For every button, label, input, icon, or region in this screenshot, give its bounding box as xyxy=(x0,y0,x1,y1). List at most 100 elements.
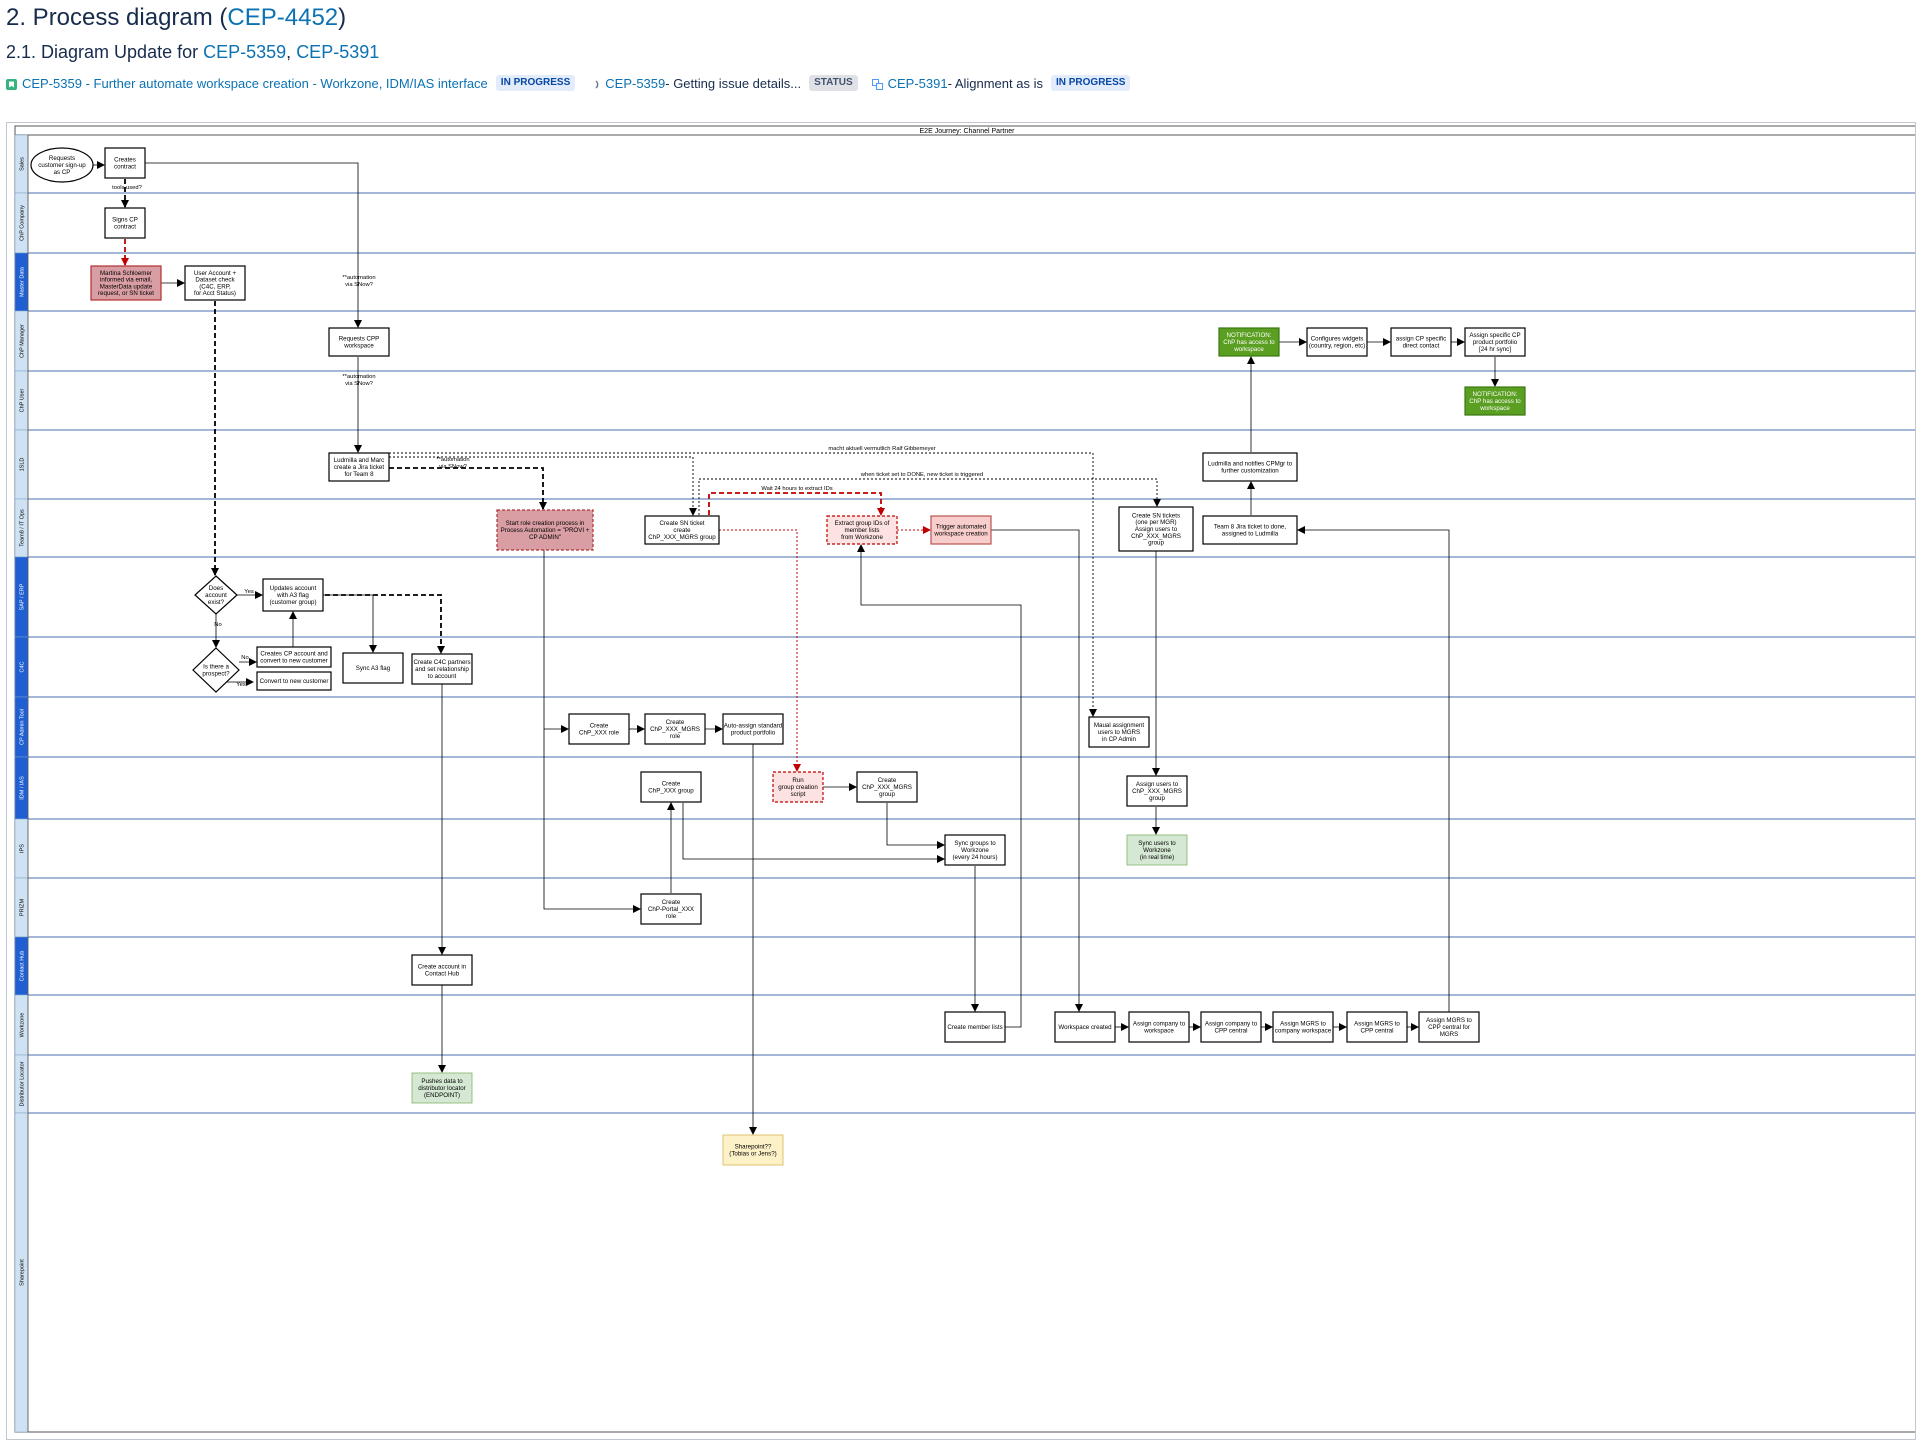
status-badge: IN PROGRESS xyxy=(1050,75,1131,91)
subtask-icon xyxy=(871,78,883,90)
node-text: Workspace created xyxy=(1058,1024,1112,1031)
lane-label: CP Admin Tool xyxy=(19,709,25,745)
flow-arrow xyxy=(1297,526,1450,1027)
node-text: Create SN tickets(one per MGR)Assign use… xyxy=(1131,512,1181,546)
lane-label: C4C xyxy=(19,661,25,672)
lane-label: Contact Hub xyxy=(19,951,25,982)
node-text: Configures widgets(country, region, etc) xyxy=(1309,335,1365,349)
section-title: 2.1. Diagram Update for CEP-5359, CEP-53… xyxy=(6,42,380,62)
node-text: Sync A3 flag xyxy=(356,665,391,672)
node-text: User Account +Dataset check(C4C, ERP,for… xyxy=(194,269,237,296)
flow-arrow xyxy=(389,456,697,516)
process-node-member-lists: Create member lists xyxy=(944,1011,1006,1043)
lane-label: SAP / ERP xyxy=(19,583,25,610)
lane-label: Team8 / IT Ops xyxy=(19,509,25,547)
issue-link[interactable]: CEP-5359 - Further automate workspace cr… xyxy=(22,75,488,91)
process-node-user-account: User Account +Dataset check(C4C, ERP,for… xyxy=(184,265,246,301)
flow-label: Wait 24 hours to extract IDs xyxy=(761,486,832,492)
process-node-ws-created: Workspace created xyxy=(1054,1011,1116,1043)
story-icon xyxy=(6,78,17,90)
process-node-configures: Configures widgets(country, region, etc) xyxy=(1306,327,1368,357)
jira-issue-row: CEP-5359 - Further automate workspace cr… xyxy=(6,72,1144,94)
issue-link[interactable]: CEP-5359 xyxy=(605,75,666,91)
flow-arrow xyxy=(543,729,641,913)
flow-arrow xyxy=(389,467,547,510)
flow-label: Yes xyxy=(236,682,246,688)
issue-link[interactable]: CEP-5391 xyxy=(887,75,948,91)
flow-arrow xyxy=(719,529,801,772)
jira-issue-2[interactable]: CEP-5359 - Getting issue details... STAT… xyxy=(589,75,858,91)
jira-issue-1[interactable]: CEP-5359 - Further automate workspace cr… xyxy=(6,75,576,91)
flow-arrow xyxy=(389,452,1097,717)
lane-label: IDM / IAS xyxy=(19,776,25,800)
flow-arrow xyxy=(682,803,945,863)
node-text: Convert to new customer xyxy=(260,678,329,685)
flow-label: tools used? xyxy=(112,185,142,191)
flow-arrow xyxy=(708,492,885,516)
lane-label: ChP User xyxy=(19,388,25,412)
status-badge: STATUS xyxy=(809,75,858,91)
flow-arrow xyxy=(698,478,1161,515)
process-node-team8-done: Team 8 Jira ticket to done,assigned to L… xyxy=(1202,515,1298,545)
flow-arrow xyxy=(145,162,362,328)
cep-5359-link[interactable]: CEP-5359 xyxy=(203,42,287,62)
cep-5391-link[interactable]: CEP-5391 xyxy=(296,42,380,62)
node-text: Sharepoint??(Tobias or Jens?) xyxy=(729,1143,776,1157)
node-text: Create member lists xyxy=(947,1024,1002,1031)
jira-issue-3[interactable]: CEP-5391 - Alignment as is IN PROGRESS xyxy=(871,75,1131,91)
lane-label: ChP Manager xyxy=(19,324,25,358)
lane-label: 1SLD xyxy=(19,458,25,472)
label-background xyxy=(821,444,943,452)
cep-4452-link[interactable]: CEP-4452 xyxy=(227,4,339,31)
lane-label: Distributor Locator xyxy=(19,1061,25,1106)
